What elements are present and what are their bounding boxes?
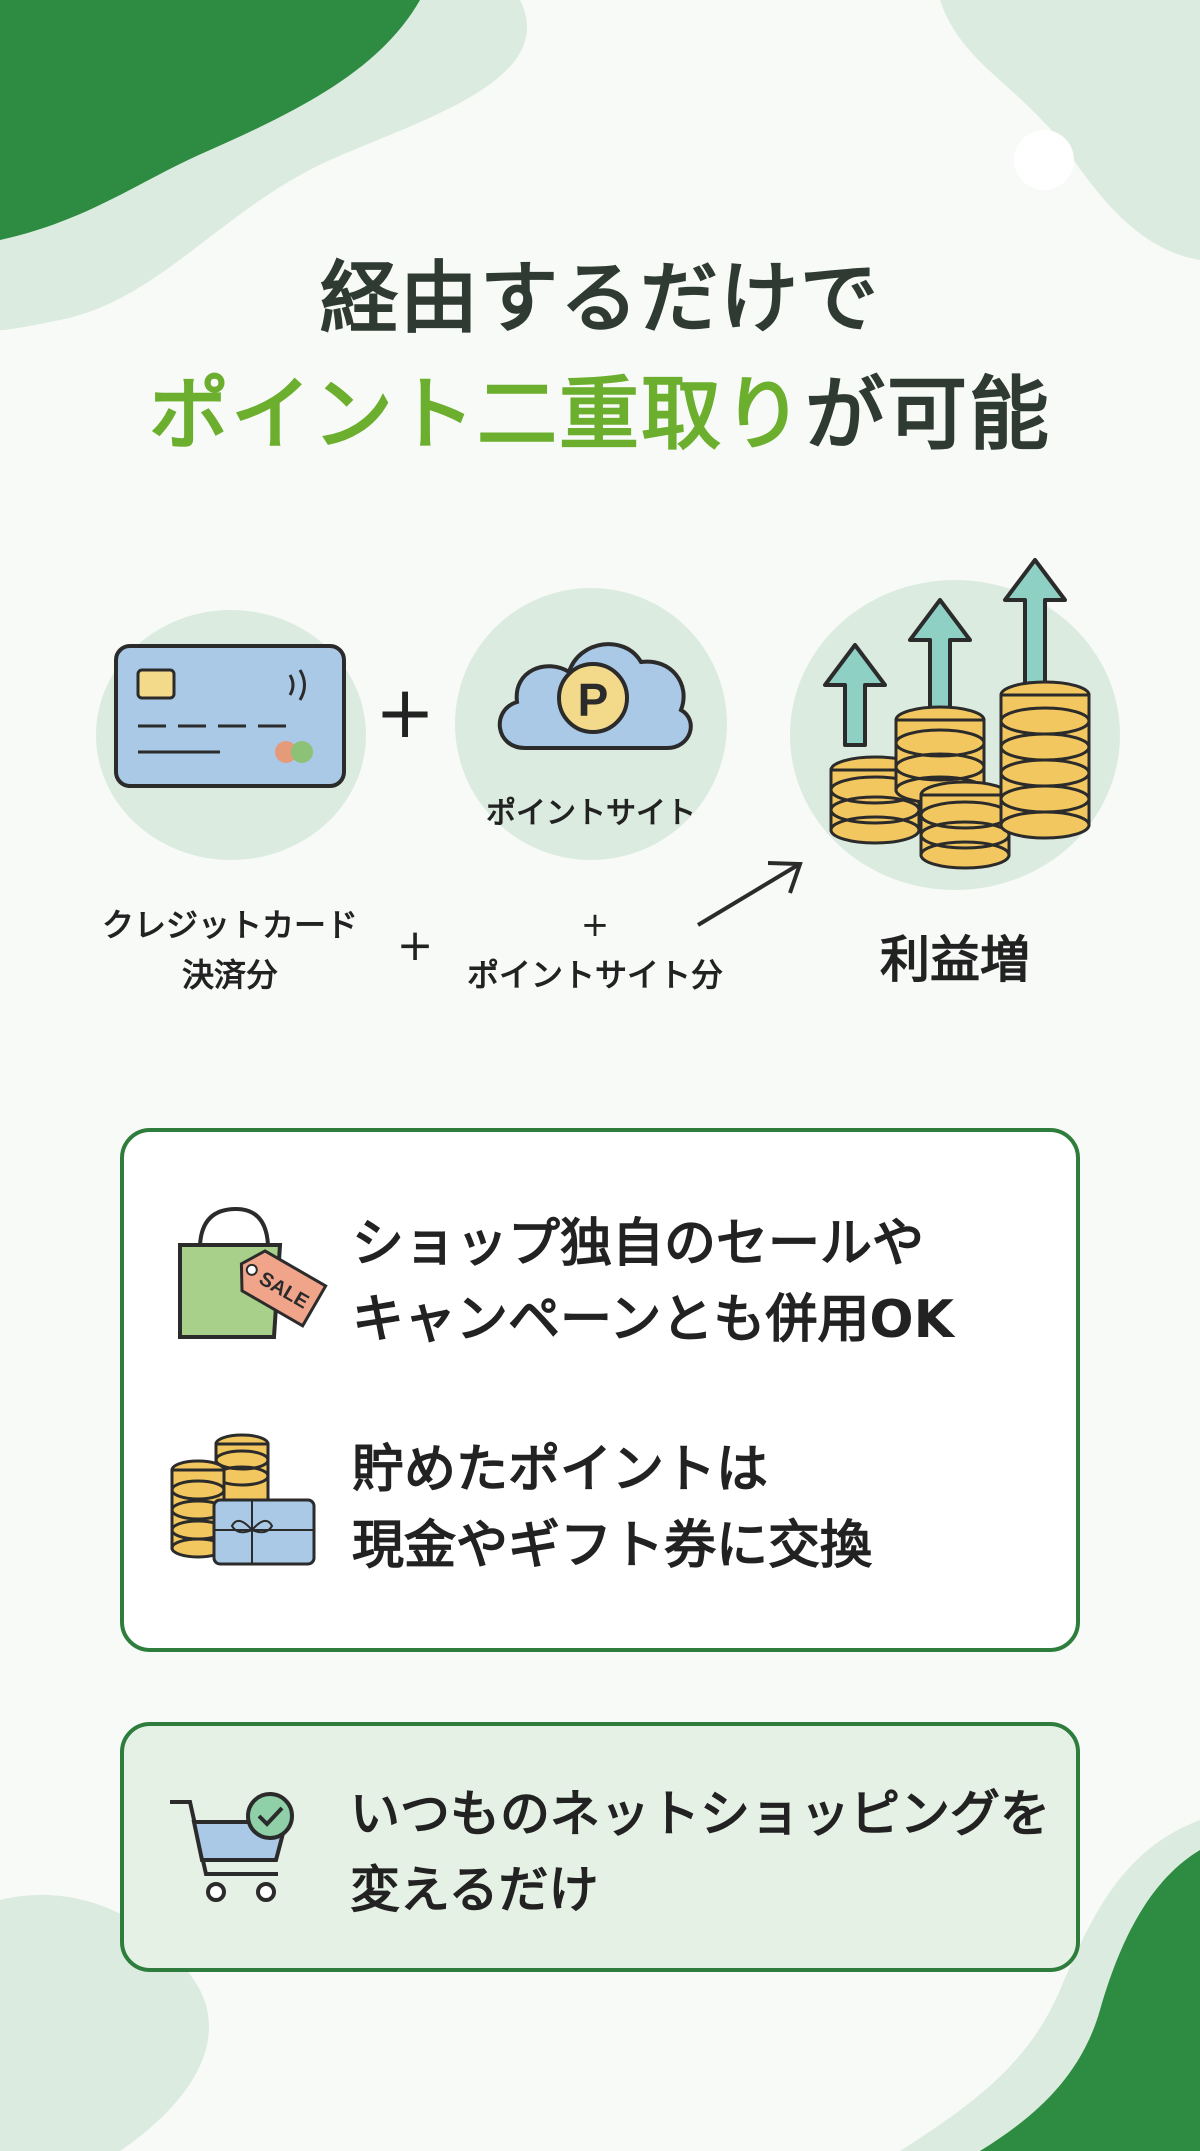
benefit-2-line-1: 貯めたポイントは	[352, 1440, 769, 1500]
headline-highlight: ポイント二重取り	[149, 368, 805, 461]
point-site-share-text: ポイントサイト分	[466, 956, 723, 994]
profit-label: 利益増	[880, 931, 1030, 989]
benefit-1-line-1: ショップ独自のセールや	[352, 1214, 925, 1274]
shopping-bag-sale-tag-icon: SALE	[178, 1206, 328, 1339]
point-site-caption: ポイントサイト	[486, 796, 696, 831]
benefit-1-line-2: キャンペーンとも併用OK	[352, 1290, 954, 1350]
coins-gift-card-icon	[170, 1433, 316, 1566]
headline-line-1: 経由するだけで	[319, 254, 880, 344]
rising-coins-icon	[823, 558, 1091, 870]
cart-check-icon	[170, 1792, 294, 1902]
cloud-point-icon: P	[497, 642, 693, 750]
credit-card-share-label: クレジットカード 決済分	[60, 900, 400, 1000]
plus-sign-top: +	[580, 905, 610, 945]
plus-sign-small: +	[396, 920, 434, 971]
benefit-item-2: 貯めたポイントは 現金やギフト券に交換	[352, 1432, 1052, 1584]
point-letter: P	[578, 674, 609, 726]
benefit-item-1: ショップ独自のセールや キャンペーンとも併用OK	[352, 1206, 1052, 1358]
headline-line-2: ポイント二重取りが可能	[0, 350, 1200, 466]
summary-line-1: いつものネットショッピングを	[350, 1785, 1050, 1843]
plus-sign-large: +	[374, 670, 436, 754]
summary-text: いつものネットショッピングを 変えるだけ	[350, 1776, 1070, 1928]
summary-line-2: 変えるだけ	[350, 1861, 599, 1919]
credit-label-line-2: 決済分	[181, 956, 278, 994]
headline-suffix: が可能	[805, 368, 1051, 461]
benefit-2-line-2: 現金やギフト券に交換	[352, 1516, 873, 1576]
point-site-share-label: + ポイントサイト分	[420, 900, 770, 1000]
credit-card-icon	[114, 644, 346, 788]
credit-label-line-1: クレジットカード	[101, 906, 358, 944]
arrow-right-up-icon	[696, 861, 803, 927]
